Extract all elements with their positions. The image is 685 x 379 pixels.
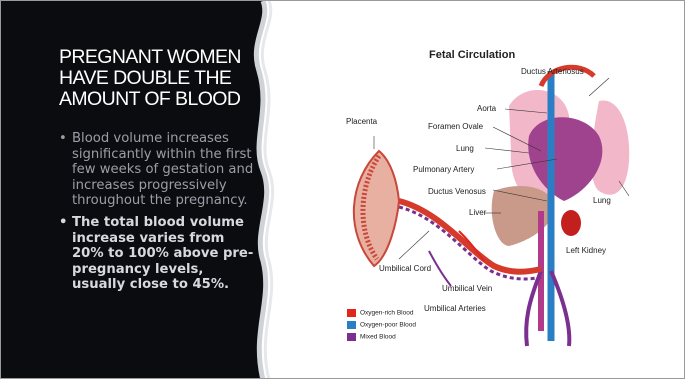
label-foramen-ovale: Foramen Ovale [428, 122, 483, 131]
bullet-item: • The total blood volume increase varies… [59, 215, 259, 293]
slide-title: PREGNANT WOMEN HAVE DOUBLE THE AMOUNT OF… [59, 47, 264, 110]
label-ductus-arteriosus: Ductus Arteriosus [521, 67, 584, 76]
legend-swatch [347, 333, 356, 341]
bullet-text: Blood volume increases significantly wit… [72, 131, 253, 208]
label-left-kidney: Left Kidney [566, 246, 606, 255]
label-umbilical-cord: Umbilical Cord [379, 264, 431, 273]
label-ductus-venosus: Ductus Venosus [428, 187, 486, 196]
flow-arrow [429, 251, 451, 286]
label-umbilical-vein: Umbilical Vein [442, 284, 492, 293]
legend-item: Oxygen-poor Blood [347, 321, 416, 329]
kidney-shape [561, 210, 581, 236]
title-panel: PREGNANT WOMEN HAVE DOUBLE THE AMOUNT OF… [1, 1, 291, 379]
label-pulmonary-artery: Pulmonary Artery [413, 165, 474, 174]
legend-label: Oxygen-poor Blood [360, 322, 416, 329]
placenta-shape [354, 151, 399, 266]
legend-label: Oxygen-rich Blood [360, 310, 413, 317]
legend-item: Oxygen-rich Blood [347, 309, 413, 317]
liver-shape [492, 186, 554, 246]
label-lung-left: Lung [456, 144, 474, 153]
legend-label: Mixed Blood [360, 334, 396, 341]
bullet-marker: • [59, 131, 67, 147]
legend-swatch [347, 309, 356, 317]
label-liver: Liver [469, 208, 486, 217]
bullet-item: • Blood volume increases significantly w… [59, 131, 259, 209]
label-aorta: Aorta [477, 104, 496, 113]
legend-swatch [347, 321, 356, 329]
bullet-text: The total blood volume increase varies f… [72, 215, 253, 292]
legend-item: Mixed Blood [347, 333, 396, 341]
label-lung-right: Lung [593, 196, 611, 205]
label-umbilical-arteries: Umbilical Arteries [424, 304, 486, 313]
label-placenta: Placenta [346, 117, 377, 126]
bullet-list: • Blood volume increases significantly w… [59, 131, 259, 299]
flow-arrow [459, 231, 484, 261]
bullet-marker: • [59, 215, 67, 231]
